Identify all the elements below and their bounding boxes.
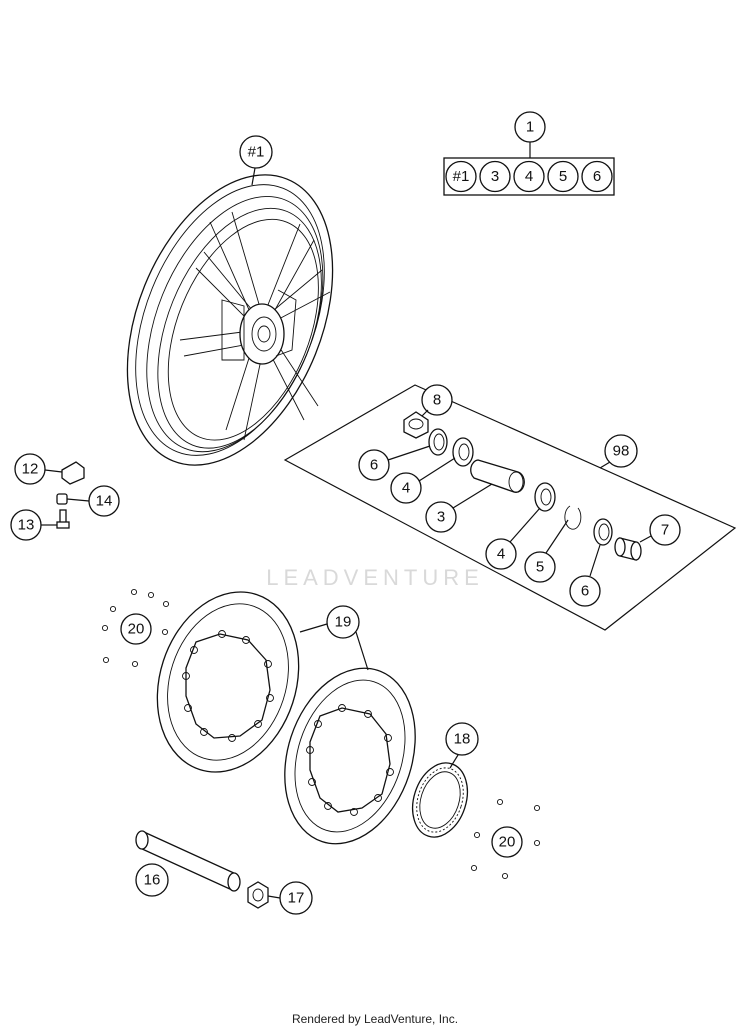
bearing-group-outline [283, 384, 737, 631]
svg-text:4: 4 [402, 480, 410, 497]
part-18-abs-ring[interactable] [404, 756, 477, 844]
brake-disc-lower[interactable] [263, 651, 437, 861]
svg-text:1: 1 [526, 119, 534, 136]
callout-14[interactable]: 14 [88, 485, 120, 517]
svg-text:12: 12 [22, 461, 39, 478]
svg-text:14: 14 [96, 493, 113, 510]
callout-12[interactable]: 12 [14, 453, 46, 485]
kit-part-1: #1 [445, 160, 477, 193]
disc-bolts-upper[interactable] [101, 588, 170, 668]
svg-text:#1: #1 [248, 144, 265, 161]
svg-text:4: 4 [525, 168, 533, 185]
part-7-bushing[interactable] [614, 537, 642, 561]
callout-kit[interactable]: 1 [514, 111, 546, 143]
part-6-seal-right[interactable] [593, 518, 613, 546]
callout-3[interactable]: 3 [425, 501, 457, 533]
part-13-screw[interactable] [56, 509, 70, 529]
svg-text:17: 17 [288, 890, 305, 907]
callout-8[interactable]: 8 [421, 384, 453, 416]
svg-text:8: 8 [433, 392, 441, 409]
part-14-spacer[interactable] [56, 493, 68, 505]
svg-text:#1: #1 [453, 168, 470, 185]
svg-text:98: 98 [613, 443, 630, 460]
kit-contents: #1 3 4 5 6 [445, 160, 613, 193]
footer-credit: Rendered by LeadVenture, Inc. [291, 1012, 459, 1026]
callout-5[interactable]: 5 [524, 551, 556, 583]
svg-text:5: 5 [536, 559, 544, 576]
callout-group[interactable]: 98 [604, 434, 638, 468]
part-6-seal-left[interactable] [428, 428, 448, 456]
part-4-bearing-left[interactable] [452, 437, 474, 467]
svg-text:6: 6 [593, 168, 601, 185]
watermark: LEADVENTURE [266, 565, 484, 590]
callout-17[interactable]: 17 [279, 881, 313, 915]
callout-20b[interactable]: 20 [491, 826, 523, 858]
kit-part-4: 5 [547, 160, 579, 193]
svg-text:13: 13 [18, 517, 35, 534]
callout-6b[interactable]: 6 [569, 575, 601, 607]
svg-text:6: 6 [370, 457, 378, 474]
part-12-sensor-cap[interactable] [61, 461, 85, 485]
part-3-spacer[interactable] [470, 459, 525, 493]
svg-text:16: 16 [144, 872, 161, 889]
kit-part-3: 4 [513, 160, 545, 193]
callout-18[interactable]: 18 [445, 722, 479, 756]
part-16-axle[interactable] [135, 830, 241, 892]
callout-4b[interactable]: 4 [485, 538, 517, 570]
kit-part-2: 3 [479, 160, 511, 193]
brake-disc-upper[interactable] [135, 573, 321, 790]
callout-6a[interactable]: 6 [358, 449, 390, 481]
part-8-bushing[interactable] [403, 411, 429, 439]
svg-text:20: 20 [128, 621, 145, 638]
svg-text:18: 18 [454, 731, 471, 748]
svg-text:19: 19 [335, 614, 352, 631]
svg-text:3: 3 [491, 168, 499, 185]
callout-16[interactable]: 16 [135, 863, 169, 897]
svg-text:20: 20 [499, 834, 516, 851]
svg-text:3: 3 [437, 509, 445, 526]
leader-wheel [251, 167, 256, 186]
callout-wheel[interactable]: #1 [239, 135, 273, 169]
svg-text:4: 4 [497, 546, 505, 563]
callout-7[interactable]: 7 [649, 514, 681, 546]
svg-text:7: 7 [661, 522, 669, 539]
part-4-bearing-right[interactable] [534, 482, 556, 512]
callout-4a[interactable]: 4 [390, 472, 422, 504]
callout-20a[interactable]: 20 [120, 613, 152, 645]
kit-part-5: 6 [581, 160, 613, 193]
front-wheel[interactable] [88, 145, 372, 496]
disc-bolts-lower[interactable] [470, 798, 541, 880]
callout-13[interactable]: 13 [10, 509, 42, 541]
svg-text:5: 5 [559, 168, 567, 185]
part-5-circlip[interactable] [564, 505, 582, 530]
part-17-nut[interactable] [247, 881, 269, 909]
svg-text:6: 6 [581, 583, 589, 600]
callout-19[interactable]: 19 [326, 605, 360, 639]
